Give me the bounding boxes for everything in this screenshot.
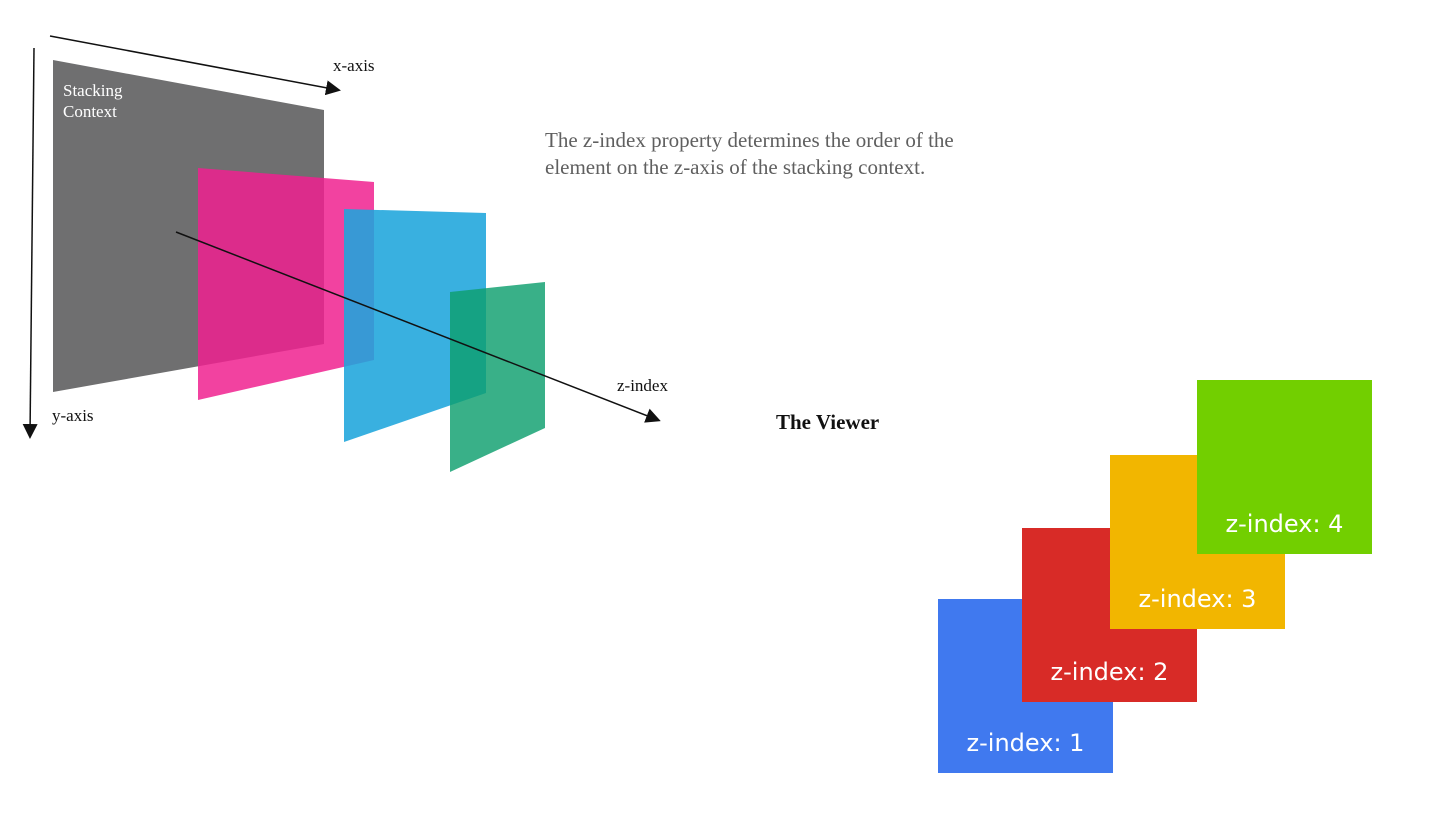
stacking-context-diagram: Stacking Context x-axis y-axis z-index — [22, 35, 668, 472]
viewer-label: The Viewer — [776, 410, 880, 434]
z-index-box-4: z-index: 4 — [1197, 380, 1372, 554]
z-index-box-2-label: z-index: 2 — [1050, 658, 1169, 686]
z-axis-label: z-index — [617, 376, 668, 395]
x-axis-arrow — [49, 35, 341, 96]
y-axis-label: y-axis — [52, 406, 94, 425]
y-axis-arrow — [22, 47, 38, 439]
z-index-box-3-label: z-index: 3 — [1138, 585, 1257, 613]
magenta-plane — [198, 168, 374, 400]
description-text: The z-index property determines the orde… — [545, 128, 954, 179]
stacking-context-label-line-2: Context — [63, 102, 117, 121]
z-index-box-4-label: z-index: 4 — [1225, 510, 1344, 538]
green-plane — [450, 282, 545, 472]
z-axis-arrow — [175, 231, 661, 423]
stacking-context-label-line-1: Stacking — [63, 81, 123, 100]
x-axis-label: x-axis — [333, 56, 375, 75]
z-index-box-1-label: z-index: 1 — [966, 729, 1085, 757]
